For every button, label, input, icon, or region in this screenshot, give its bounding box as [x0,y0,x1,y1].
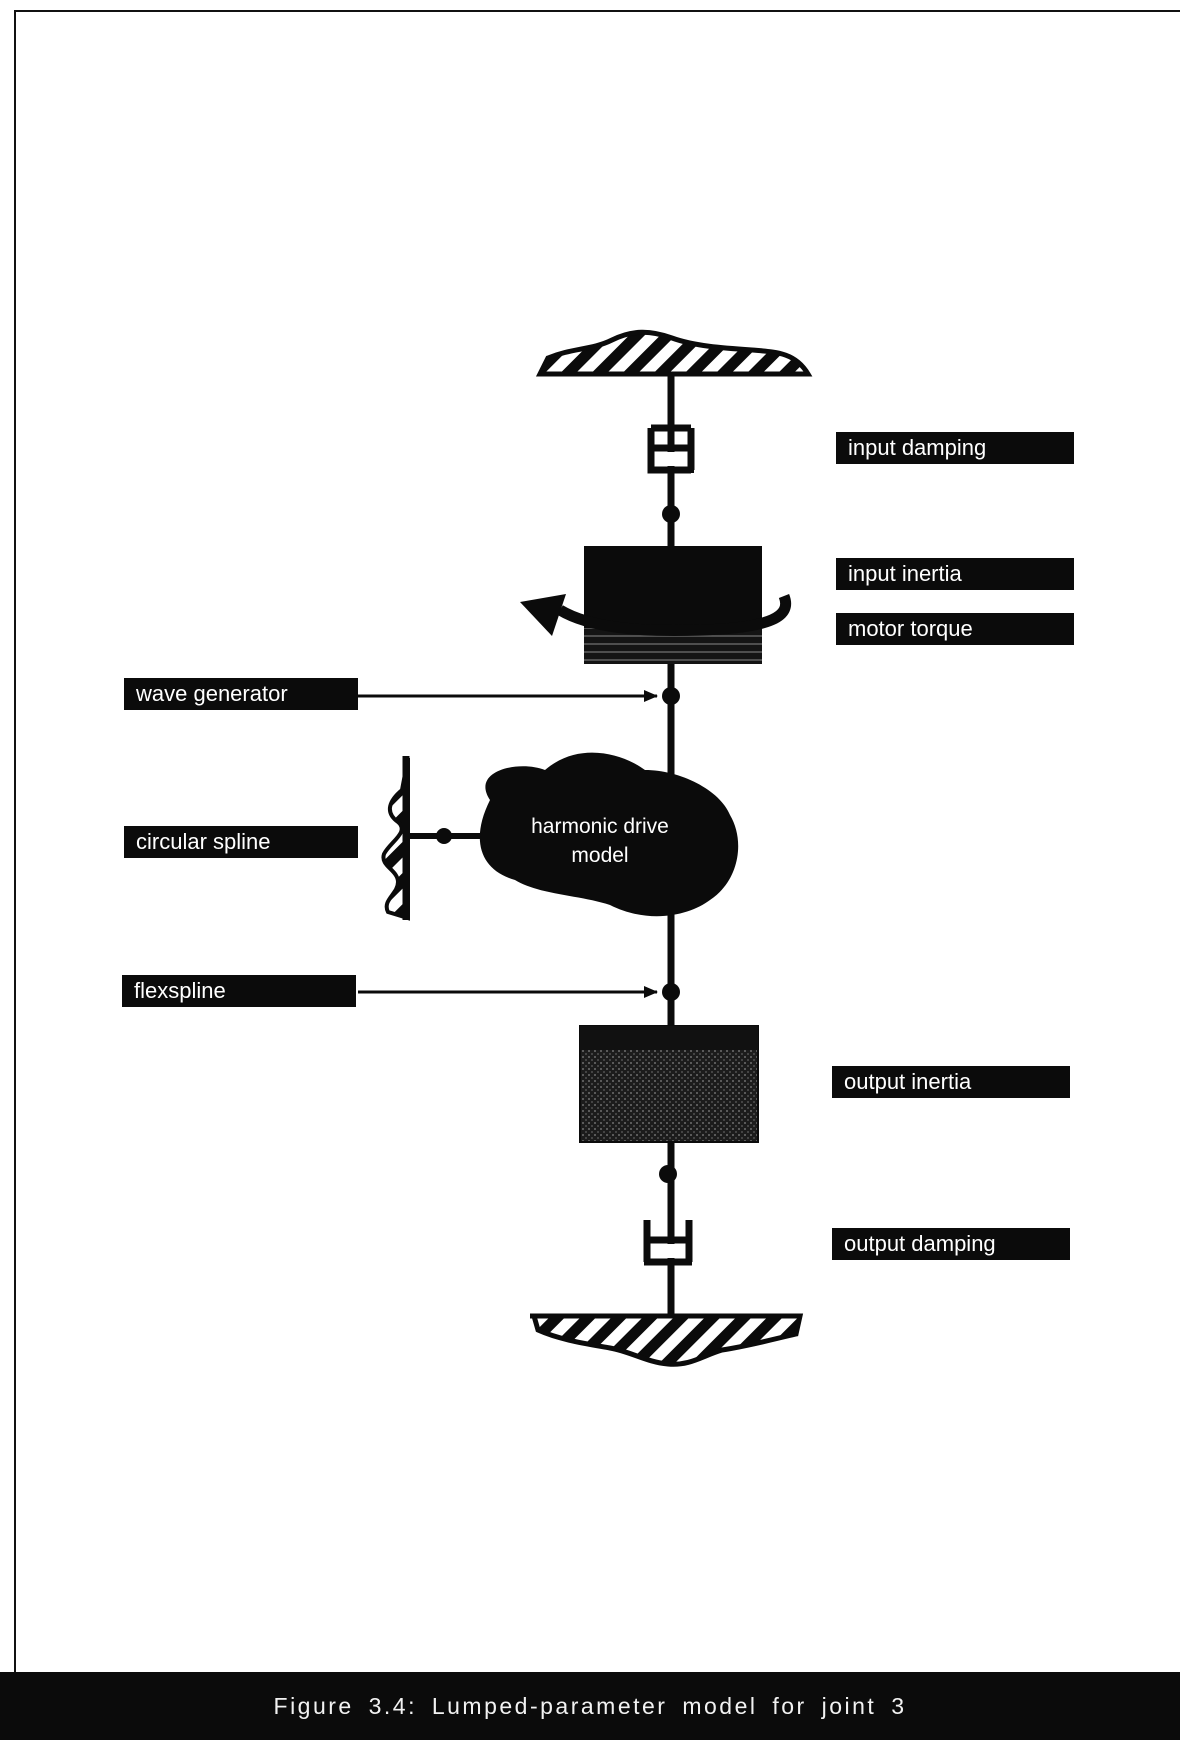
motor-torque-arrow [557,593,791,636]
output-inertia-label: output inertia [832,1066,1070,1098]
harmonic-drive-blob [479,752,739,917]
flexspline-node [662,983,680,1001]
motor-torque-label: motor torque [836,613,1074,645]
frame-left-border [14,10,16,1672]
motor-torque-arrowhead [520,594,566,636]
input-inertia-label: input inertia [836,558,1074,590]
harmonic-drive-label: harmonic drive model [470,812,730,870]
input-damper [647,424,695,474]
figure-caption: Figure 3.4: Lumped-parameter model for j… [273,1693,907,1719]
wave-generator-node [662,687,680,705]
lumped-parameter-diagram [358,329,813,1367]
wave-generator-label: wave generator [124,678,358,710]
bottom-ground [530,1313,804,1367]
output-damper-node [659,1165,677,1183]
top-ground [535,329,813,377]
output-damping-label: output damping [832,1228,1070,1260]
circular-spline-ground [381,757,410,921]
circular-spline-label: circular spline [124,826,358,858]
caption-bar: Figure 3.4: Lumped-parameter model for j… [0,1672,1180,1740]
harmonic-drive-label-line1: harmonic drive [531,815,669,838]
output-damper [643,1220,693,1266]
input-damping-label: input damping [836,432,1074,464]
harmonic-drive-label-line2: model [571,844,629,867]
circular-spline-node [436,828,452,844]
input-damper-node [662,505,680,523]
frame-top-border [14,10,1180,12]
flexspline-label: flexspline [122,975,356,1007]
